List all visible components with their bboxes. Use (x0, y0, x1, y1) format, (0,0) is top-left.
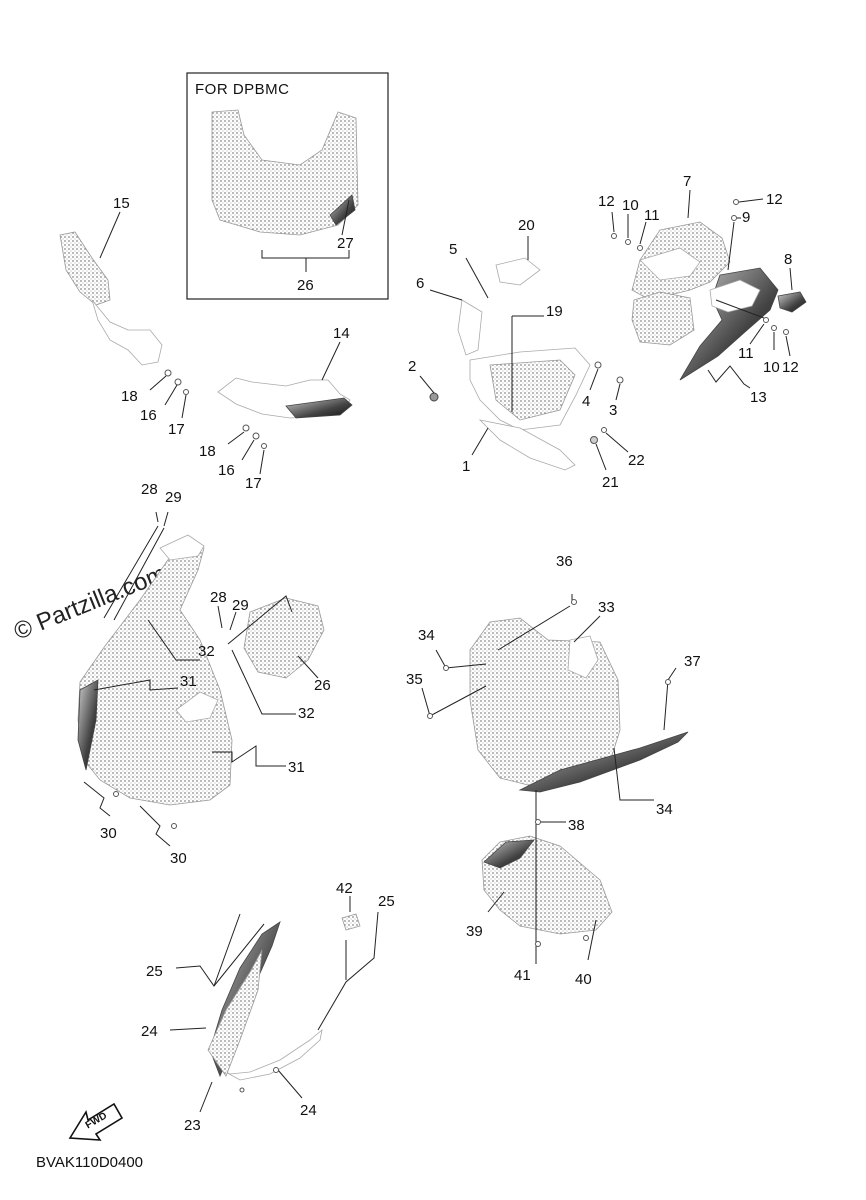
callout-4: 4 (582, 393, 590, 410)
callout-36: 36 (556, 553, 573, 570)
inset-title: FOR DPBMC (195, 81, 290, 98)
callout-8: 8 (784, 251, 792, 268)
callout-37: 37 (684, 653, 701, 670)
callout-31b: 31 (288, 759, 305, 776)
callout-14: 14 (333, 325, 350, 342)
callout-18b: 18 (199, 443, 216, 460)
callout-7: 7 (683, 173, 691, 190)
callout-12c: 12 (782, 359, 799, 376)
callout-32a: 32 (198, 643, 215, 660)
stay-assembly: 20 5 6 19 2 4 3 1 22 21 (408, 217, 645, 491)
callout-28a: 28 (141, 481, 158, 498)
callout-30b: 30 (170, 850, 187, 867)
diagram-code: BVAK110D0400 (36, 1154, 143, 1171)
callout-17a: 17 (168, 421, 185, 438)
callout-34a: 34 (418, 627, 435, 644)
callout-22: 22 (628, 452, 645, 469)
callout-11b: 11 (738, 345, 754, 362)
callout-5: 5 (449, 241, 457, 258)
callout-11a: 11 (644, 207, 660, 224)
mirror-assembly: 15 18 16 17 14 18 16 17 (59, 195, 353, 492)
callout-18a: 18 (121, 388, 138, 405)
callout-1: 1 (462, 458, 470, 475)
side-cowl-assembly: 28 29 32 28 29 32 26 31 31 30 30 (77, 481, 331, 867)
inner-panel-assembly: 36 33 34 35 37 34 38 39 41 40 (406, 553, 701, 988)
callout-23: 23 (184, 1117, 201, 1134)
callout-33: 33 (598, 599, 615, 616)
callout-20: 20 (518, 217, 535, 234)
callout-25b: 25 (378, 893, 395, 910)
callout-26b: 26 (314, 677, 331, 694)
callout-6: 6 (416, 275, 424, 292)
callout-30a: 30 (100, 825, 117, 842)
callout-2: 2 (408, 358, 416, 375)
callout-3: 3 (609, 402, 617, 419)
callout-13: 13 (750, 389, 767, 406)
callout-35: 35 (406, 671, 423, 688)
callout-16b: 16 (218, 462, 235, 479)
callout-15: 15 (113, 195, 130, 212)
callout-41: 41 (514, 967, 531, 984)
windscreen-assembly: 42 25 25 24 23 24 (141, 880, 395, 1134)
callout-42: 42 (336, 880, 353, 897)
callout-10a: 10 (622, 197, 639, 214)
callout-27: 27 (337, 235, 354, 252)
inset-dpbmc: FOR DPBMC 27 26 (186, 72, 389, 300)
callout-24a: 24 (141, 1023, 158, 1040)
callout-34b: 34 (656, 801, 673, 818)
callout-39: 39 (466, 923, 483, 940)
callout-17b: 17 (245, 475, 262, 492)
side-panel-assembly: 7 12 10 11 12 9 8 11 10 12 13 (598, 173, 807, 406)
callout-38: 38 (568, 817, 585, 834)
callout-26: 26 (297, 277, 314, 294)
callout-32b: 32 (298, 705, 315, 722)
callout-29b: 29 (232, 597, 249, 614)
callout-16a: 16 (140, 407, 157, 424)
callout-10b: 10 (763, 359, 780, 376)
callout-24b: 24 (300, 1102, 317, 1119)
callout-9: 9 (742, 209, 750, 226)
callout-12b: 12 (766, 191, 783, 208)
callout-31a: 31 (180, 673, 197, 690)
callout-40: 40 (575, 971, 592, 988)
callout-28b: 28 (210, 589, 227, 606)
callout-21: 21 (602, 474, 619, 491)
callout-19: 19 (546, 303, 563, 320)
inset-panel-part (211, 109, 359, 236)
fwd-arrow-icon: FWD (68, 1102, 124, 1141)
callout-25a: 25 (146, 963, 163, 980)
callout-29a: 29 (165, 489, 182, 506)
callout-12a: 12 (598, 193, 615, 210)
